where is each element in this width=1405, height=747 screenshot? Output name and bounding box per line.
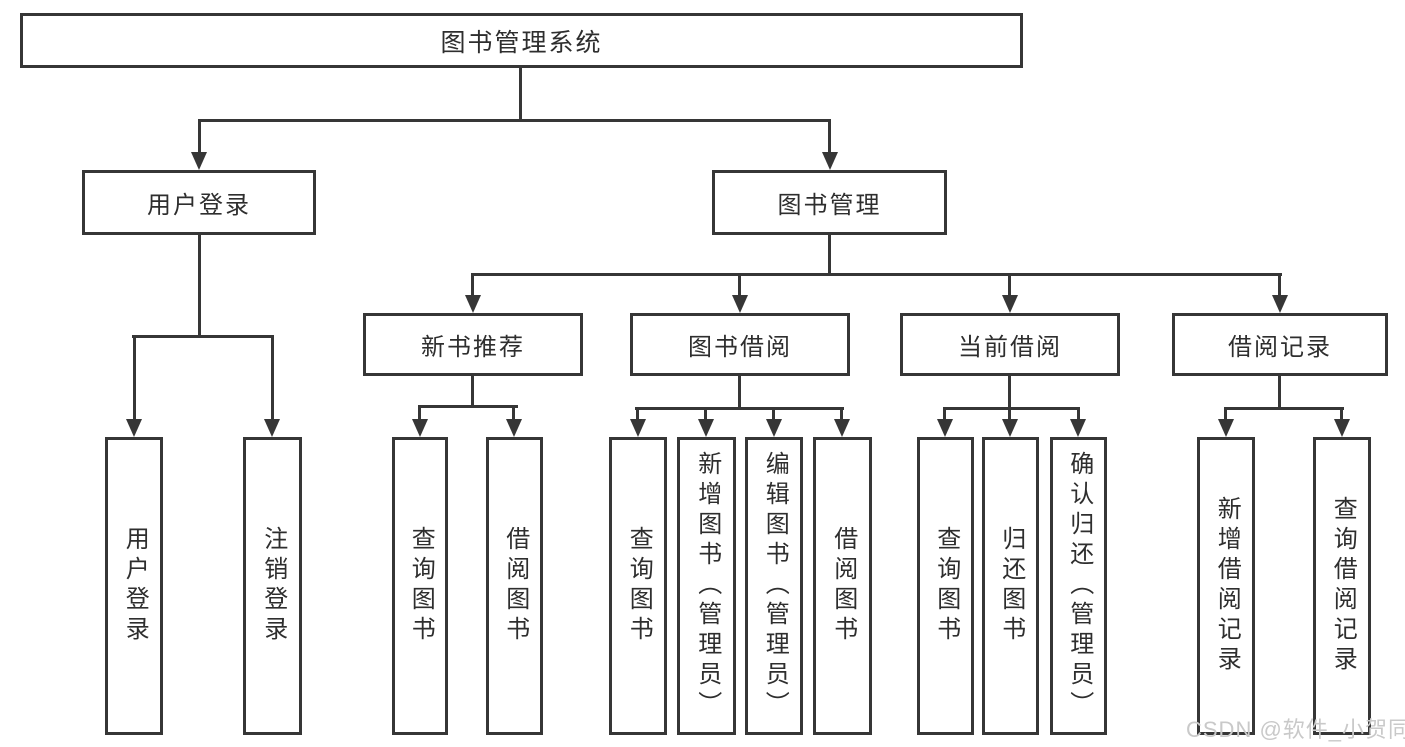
connector-stub-group	[738, 273, 741, 297]
connector-user-login-stem	[198, 235, 201, 335]
connector-stub-group	[1278, 273, 1281, 297]
leaf-current-confirm-return-admin: 确认归还（管理员）	[1050, 437, 1107, 735]
arrow-down-icon	[732, 295, 748, 313]
node-book-borrowing-label: 图书借阅	[688, 334, 792, 361]
arrow-down-icon	[412, 419, 428, 437]
arrow-down-icon	[1002, 419, 1018, 437]
connector-stub-leaf	[271, 335, 274, 421]
arrow-down-icon	[698, 419, 714, 437]
leaf-current-query-books: 查询图书	[917, 437, 974, 735]
leaf-borrowing-edit-books-admin: 编辑图书（管理员）	[745, 437, 803, 735]
connector-stub-leaf	[772, 407, 775, 421]
leaf-newrec-borrow-books: 借阅图书	[486, 437, 543, 735]
leaf-current-query-books-label: 查询图书	[932, 526, 960, 646]
node-book-borrowing: 图书借阅	[630, 313, 850, 376]
connector-root-split	[198, 119, 831, 122]
node-new-book-recommend-label: 新书推荐	[421, 334, 525, 361]
connector-book-mgmt-stem	[828, 235, 831, 273]
node-borrowing-records-label: 借阅记录	[1228, 334, 1332, 361]
leaf-borrowing-query-books: 查询图书	[609, 437, 667, 735]
connector-group-split	[418, 405, 518, 408]
leaf-borrowing-edit-books-admin-label: 编辑图书（管理员）	[761, 451, 789, 721]
connector-group-stem	[738, 376, 741, 407]
node-root-label: 图书管理系统	[440, 28, 603, 57]
arrow-down-icon	[465, 295, 481, 313]
leaf-records-query-record-label: 查询借阅记录	[1329, 496, 1357, 676]
connector-stub-book-mgmt	[828, 119, 831, 154]
arrow-down-icon	[1272, 295, 1288, 313]
arrow-down-icon	[834, 419, 850, 437]
connector-stub-leaf	[1340, 407, 1343, 421]
leaf-user-login-label: 用户登录	[121, 526, 149, 646]
arrow-down-icon	[937, 419, 953, 437]
leaf-logout: 注销登录	[243, 437, 302, 735]
connector-stub-leaf	[418, 405, 421, 421]
connector-stub-leaf	[943, 407, 946, 421]
leaf-borrowing-query-books-label: 查询图书	[625, 526, 653, 646]
connector-stub-leaf	[1008, 407, 1011, 421]
leaf-records-add-record: 新增借阅记录	[1197, 437, 1255, 735]
connector-stub-leaf	[1224, 407, 1227, 421]
leaf-borrowing-add-books-admin-label: 新增图书（管理员）	[693, 451, 721, 721]
connector-user-login-split	[132, 335, 274, 338]
arrow-down-icon	[1002, 295, 1018, 313]
node-user-login: 用户登录	[82, 170, 316, 235]
connector-stub-leaf	[133, 335, 136, 421]
arrow-down-icon	[126, 419, 142, 437]
connector-stub-leaf	[840, 407, 843, 421]
connector-root-stem	[519, 68, 522, 119]
leaf-borrowing-borrow-books: 借阅图书	[813, 437, 872, 735]
connector-group-split	[635, 407, 844, 410]
leaf-borrowing-borrow-books-label: 借阅图书	[829, 526, 857, 646]
leaf-current-return-books: 归还图书	[982, 437, 1039, 735]
node-root: 图书管理系统	[20, 13, 1023, 68]
connector-stub-group	[1008, 273, 1011, 297]
connector-stub-leaf	[704, 407, 707, 421]
leaf-newrec-borrow-books-label: 借阅图书	[501, 526, 529, 646]
node-book-management: 图书管理	[712, 170, 947, 235]
connector-stub-leaf	[512, 405, 515, 421]
leaf-newrec-query-books: 查询图书	[392, 437, 448, 735]
arrow-down-icon	[1218, 419, 1234, 437]
arrow-down-icon	[506, 419, 522, 437]
connector-group-stem	[471, 376, 474, 405]
connector-group-stem	[1278, 376, 1281, 407]
connector-stub-leaf	[1077, 407, 1080, 421]
node-borrowing-records: 借阅记录	[1172, 313, 1388, 376]
node-new-book-recommend: 新书推荐	[363, 313, 583, 376]
node-book-management-label: 图书管理	[777, 192, 882, 219]
connector-group-stem	[1008, 376, 1011, 407]
node-current-borrowing: 当前借阅	[900, 313, 1120, 376]
connector-stub-leaf	[636, 407, 639, 421]
leaf-user-login: 用户登录	[105, 437, 163, 735]
connector-stub-group	[471, 273, 474, 297]
leaf-newrec-query-books-label: 查询图书	[407, 526, 435, 646]
leaf-current-return-books-label: 归还图书	[997, 526, 1025, 646]
node-current-borrowing-label: 当前借阅	[958, 334, 1062, 361]
leaf-records-query-record: 查询借阅记录	[1313, 437, 1371, 735]
connector-group-split	[943, 407, 1080, 410]
arrow-down-icon	[191, 152, 207, 170]
connector-book-mgmt-split	[471, 273, 1282, 276]
node-user-login-label: 用户登录	[147, 192, 251, 219]
connector-stub-user-login	[198, 119, 201, 154]
connector-group-split	[1224, 407, 1344, 410]
leaf-records-add-record-label: 新增借阅记录	[1213, 496, 1241, 676]
leaf-logout-label: 注销登录	[259, 526, 287, 646]
leaf-current-confirm-return-admin-label: 确认归还（管理员）	[1065, 451, 1093, 721]
csdn-watermark: CSDN @软件_小贺同学	[1186, 717, 1405, 742]
arrow-down-icon	[264, 419, 280, 437]
arrow-down-icon	[1334, 419, 1350, 437]
arrow-down-icon	[766, 419, 782, 437]
arrow-down-icon	[822, 152, 838, 170]
leaf-borrowing-add-books-admin: 新增图书（管理员）	[677, 437, 736, 735]
arrow-down-icon	[630, 419, 646, 437]
arrow-down-icon	[1070, 419, 1086, 437]
